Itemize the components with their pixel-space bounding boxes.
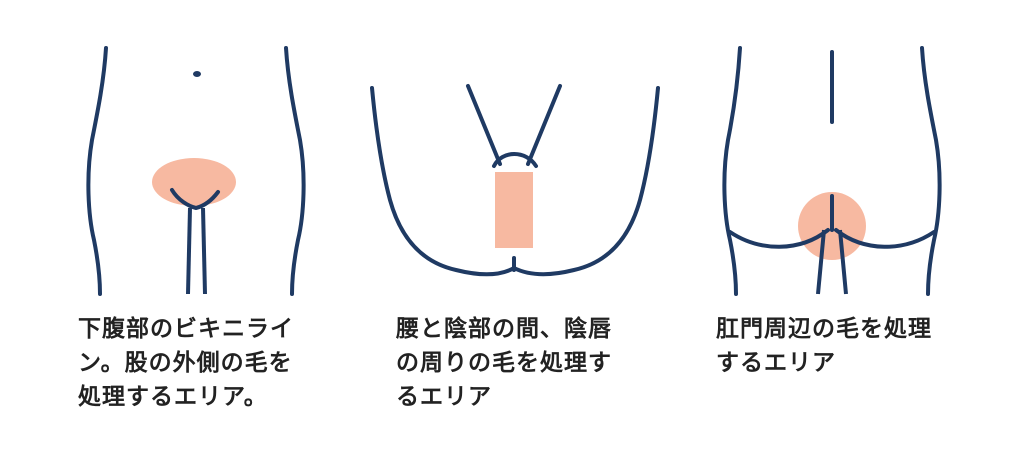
underside-crotch-arc	[492, 152, 538, 168]
back-left-outline	[722, 46, 742, 296]
underside-treatment-area	[495, 172, 533, 248]
front-left-outline	[86, 46, 108, 296]
buttock-crease-left	[728, 228, 830, 249]
panel-front: 下腹部のビキニライ ン。股の外側の毛を 処理するエリア。	[60, 0, 360, 454]
panel-underside: 腰と陰部の間、陰唇 の周りの毛を処理す るエリア	[360, 0, 660, 454]
back-inner-leg-right	[838, 229, 848, 295]
back-inner-leg-left	[816, 229, 826, 295]
front-body-illustration	[86, 46, 306, 296]
underside-right-outline	[512, 86, 660, 277]
back-body-illustration	[722, 46, 942, 296]
panel-back: 肛門周辺の毛を処理 するエリア	[700, 0, 1000, 454]
underside-left-leg-inner	[466, 84, 502, 166]
front-caption: 下腹部のビキニライ ン。股の外側の毛を 処理するエリア。	[78, 312, 294, 414]
underside-body-illustration	[370, 84, 660, 277]
caption-line: 腰と陰部の間、陰唇	[396, 316, 612, 342]
underside-right-leg-inner	[526, 84, 562, 166]
front-crotch-line	[170, 188, 220, 211]
front-treatment-area	[152, 158, 236, 206]
buttock-crease-right	[834, 228, 936, 249]
caption-line: 肛門周辺の毛を処理	[716, 316, 932, 342]
front-inner-leg-right	[201, 207, 207, 295]
front-right-outline	[284, 46, 306, 296]
caption-line: ン。股の外側の毛を	[78, 350, 293, 376]
caption-line: するエリア	[716, 350, 836, 376]
back-right-outline	[920, 46, 942, 296]
underside-caption: 腰と陰部の間、陰唇 の周りの毛を処理す るエリア	[396, 312, 612, 414]
caption-line: るエリア	[396, 384, 492, 410]
navel	[193, 71, 201, 77]
caption-line: の周りの毛を処理す	[396, 350, 612, 376]
underside-left-outline	[370, 86, 516, 277]
caption-line: 処理するエリア。	[78, 384, 268, 410]
back-caption: 肛門周辺の毛を処理 するエリア	[716, 312, 932, 380]
front-inner-leg-left	[186, 207, 192, 295]
caption-line: 下腹部のビキニライ	[78, 316, 294, 342]
